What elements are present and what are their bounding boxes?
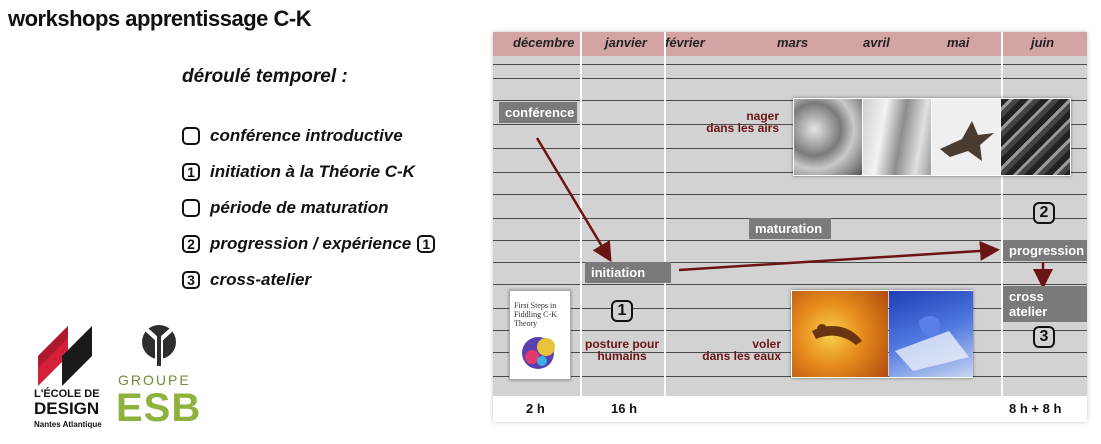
number-1-icon: 1	[611, 300, 633, 322]
cross-atelier-box: cross atelier	[1003, 286, 1087, 322]
cloth-image	[863, 99, 931, 175]
water-art-image	[889, 291, 973, 377]
hours-juin: 8 h + 8 h	[1009, 401, 1062, 416]
conference-box: conférence	[499, 102, 577, 123]
step-cross-atelier: 3 cross-atelier	[182, 262, 435, 298]
empty-box-icon	[182, 127, 200, 145]
ck-theory-book: First Steps in Fiddling C-K Theory	[509, 290, 571, 380]
ecole-design-logo	[38, 326, 92, 386]
step-initiation: 1 initiation à la Théorie C-K	[182, 154, 435, 190]
note-line: humains	[597, 349, 647, 363]
arrows	[535, 137, 1053, 289]
book-illustration	[522, 337, 555, 369]
column-divider	[664, 32, 666, 422]
grid-line	[493, 124, 1087, 125]
ecole-line2: DESIGN	[34, 399, 100, 418]
esb-label: ESB	[116, 386, 202, 430]
bird-image	[932, 99, 1000, 175]
maturation-box: maturation	[749, 218, 831, 239]
month-juin: juin	[1031, 35, 1055, 50]
number-1-icon: 1	[182, 163, 200, 181]
note-line: dans les airs	[706, 121, 779, 135]
initiation-box: initiation	[585, 262, 671, 283]
step-label: progression / expérience	[210, 234, 412, 253]
grid-line	[493, 78, 1087, 79]
grid-line	[493, 148, 1087, 149]
hours-decembre: 2 h	[526, 401, 545, 416]
grid-line	[493, 194, 1087, 195]
number-1-icon: 1	[417, 235, 436, 253]
arrow-initiation-progression	[678, 240, 1000, 272]
grid-line	[493, 172, 1087, 173]
nager-note: nager dans les airs	[693, 110, 779, 134]
grid-line	[493, 352, 1087, 353]
step-maturation: période de maturation	[182, 190, 435, 226]
hours-janvier: 16 h	[611, 401, 638, 416]
month-mars: mars	[777, 35, 809, 50]
groupe-label: GROUPE	[118, 372, 191, 388]
number-2-icon: 2	[1033, 202, 1055, 224]
hours-row	[493, 396, 1087, 422]
month-decembre: décembre	[513, 35, 575, 50]
progression-box: progression	[1003, 240, 1087, 261]
ecole-line1: L'ÉCOLE DE	[34, 388, 100, 400]
timeline-chart: décembre janvier février mars avril mai …	[493, 32, 1087, 422]
grid-line	[493, 330, 1087, 331]
grid-line	[493, 376, 1087, 377]
grid-line	[493, 240, 1087, 241]
ecole-line3: Nantes Atlantique	[34, 420, 102, 429]
step-label: période de maturation	[210, 198, 389, 217]
feathers-image	[794, 99, 862, 175]
step-label: cross-atelier	[210, 270, 312, 289]
number-3-icon: 3	[1033, 326, 1055, 348]
empty-box-icon	[182, 199, 200, 217]
diver-image	[792, 291, 888, 377]
grid-line	[493, 308, 1087, 309]
step-label: initiation à la Théorie C-K	[210, 162, 415, 181]
book-title: First Steps in Fiddling C-K Theory	[514, 301, 557, 328]
step-conference: conférence introductive	[182, 118, 435, 154]
tree-icon	[142, 325, 176, 366]
posture-note: posture pour humains	[577, 338, 667, 362]
month-mai: mai	[947, 35, 970, 50]
arrow-conference-initiation	[535, 137, 612, 263]
note-line: nager	[746, 109, 779, 123]
month-janvier: janvier	[605, 35, 647, 50]
column-divider	[1001, 32, 1003, 422]
air-photos-strip	[793, 98, 1071, 176]
grid-line	[493, 284, 1087, 285]
month-avril: avril	[863, 35, 890, 50]
step-progression: 2 progression / expérience 1	[182, 226, 436, 262]
page-title: workshops apprentissage C-K	[8, 6, 312, 31]
number-3-icon: 3	[182, 271, 200, 289]
steps-list: conférence introductive 1 initiation à l…	[182, 118, 436, 298]
timeline-subtitle: déroulé temporel :	[182, 66, 348, 87]
note-line: posture pour	[585, 337, 659, 351]
column-divider	[580, 32, 582, 422]
month-header	[493, 32, 1087, 56]
note-line: voler	[752, 337, 781, 351]
logos: L'ÉCOLE DE DESIGN Nantes Atlantique GROU…	[34, 316, 234, 436]
water-photos-strip	[791, 290, 973, 378]
grid-line	[493, 100, 1087, 101]
grid-line	[493, 64, 1087, 65]
number-2-icon: 2	[182, 235, 200, 253]
scales-image	[1001, 99, 1070, 175]
voler-note: voler dans les eaux	[693, 338, 781, 362]
note-line: dans les eaux	[702, 349, 781, 363]
month-fevrier: février	[665, 35, 705, 50]
step-label: conférence introductive	[210, 126, 403, 145]
